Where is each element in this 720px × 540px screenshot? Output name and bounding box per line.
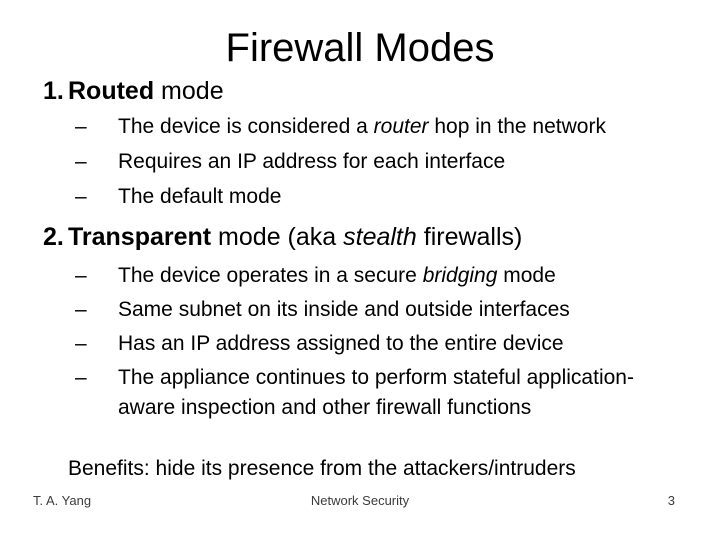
bullet-text: The device is considered a router hop in…: [118, 115, 606, 138]
section-2-heading-text: Transparent mode (aka stealth firewalls): [68, 223, 523, 251]
footer-page-number: 3: [667, 493, 675, 508]
bullet-item: – Same subnet on its inside and outside …: [75, 295, 660, 325]
bullet-dash: –: [75, 264, 87, 287]
footer-author: T. A. Yang: [33, 493, 92, 508]
bullet-dash: –: [75, 332, 87, 355]
bullet-item: – The device is considered a router hop …: [75, 112, 690, 142]
bullet-dash: –: [75, 366, 87, 389]
bullet-text: The appliance continues to perform state…: [118, 366, 634, 419]
bullet-dash: –: [75, 150, 87, 173]
bullet-text: The device operates in a secure bridging…: [118, 264, 556, 287]
bullet-item: – The appliance continues to perform sta…: [75, 363, 660, 423]
section-2-heading: 2. Transparent mode (aka stealth firewal…: [43, 225, 522, 250]
section-2-number: 2.: [43, 223, 64, 251]
bullet-text: Same subnet on its inside and outside in…: [118, 298, 570, 321]
bullet-dash: –: [75, 298, 87, 321]
bullet-text: Has an IP address assigned to the entire…: [118, 332, 564, 355]
benefits-note: Benefits: hide its presence from the att…: [68, 457, 576, 480]
section-1-heading-text: Routed mode: [68, 77, 224, 105]
section-1-heading: 1. Routed mode: [43, 79, 224, 104]
bullet-text: Requires an IP address for each interfac…: [118, 150, 506, 173]
section-1-number: 1.: [43, 77, 64, 105]
bullet-dash: –: [75, 115, 87, 138]
bullet-item: – Requires an IP address for each interf…: [75, 147, 690, 177]
bullet-dash: –: [75, 185, 87, 208]
bullet-item: – The default mode: [75, 182, 690, 212]
slide-title: Firewall Modes: [225, 26, 495, 70]
bullet-item: – Has an IP address assigned to the enti…: [75, 329, 660, 359]
section-1-bullet-list: – The device is considered a router hop …: [75, 112, 690, 217]
bullet-item: – The device operates in a secure bridgi…: [75, 261, 660, 291]
bullet-text: The default mode: [118, 185, 282, 208]
footer-course: Network Security: [310, 493, 410, 508]
section-2-bullet-list: – The device operates in a secure bridgi…: [75, 261, 660, 427]
